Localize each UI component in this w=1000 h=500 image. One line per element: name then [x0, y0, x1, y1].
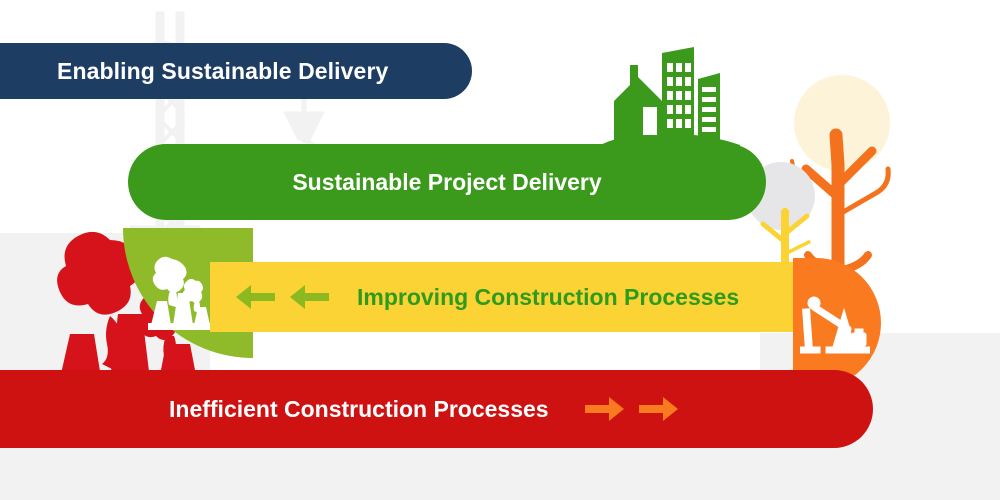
stage-bar-sustainable-project-delivery[interactable]: Sustainable Project Delivery [128, 144, 766, 220]
stage-bar-inefficient-construction-processes[interactable]: Inefficient Construction Processes [0, 370, 873, 448]
factory-smoke-icon [48, 231, 213, 402]
title-banner: Enabling Sustainable Delivery [0, 43, 472, 99]
left-arrow-group [235, 284, 329, 310]
arrow-right-icon [638, 397, 678, 421]
stage-bar-improving-construction-processes[interactable]: Improving Construction Processes [210, 262, 793, 332]
city-buildings-icon [600, 47, 740, 155]
stage-label-improving-construction-processes: Improving Construction Processes [357, 283, 740, 310]
arrow-left-icon [290, 285, 329, 309]
oil-pumpjack-icon [800, 296, 870, 354]
right-arrow-group [584, 396, 679, 422]
arrow-left-icon [236, 285, 275, 309]
stage-label-sustainable-project-delivery: Sustainable Project Delivery [292, 168, 602, 195]
arrow-right-icon [584, 397, 624, 421]
background-panel-bottom [0, 448, 1000, 500]
stage-label-inefficient-construction-processes: Inefficient Construction Processes [169, 395, 549, 422]
page-title: Enabling Sustainable Delivery [57, 57, 389, 84]
factory-smoke-icon [148, 256, 210, 330]
